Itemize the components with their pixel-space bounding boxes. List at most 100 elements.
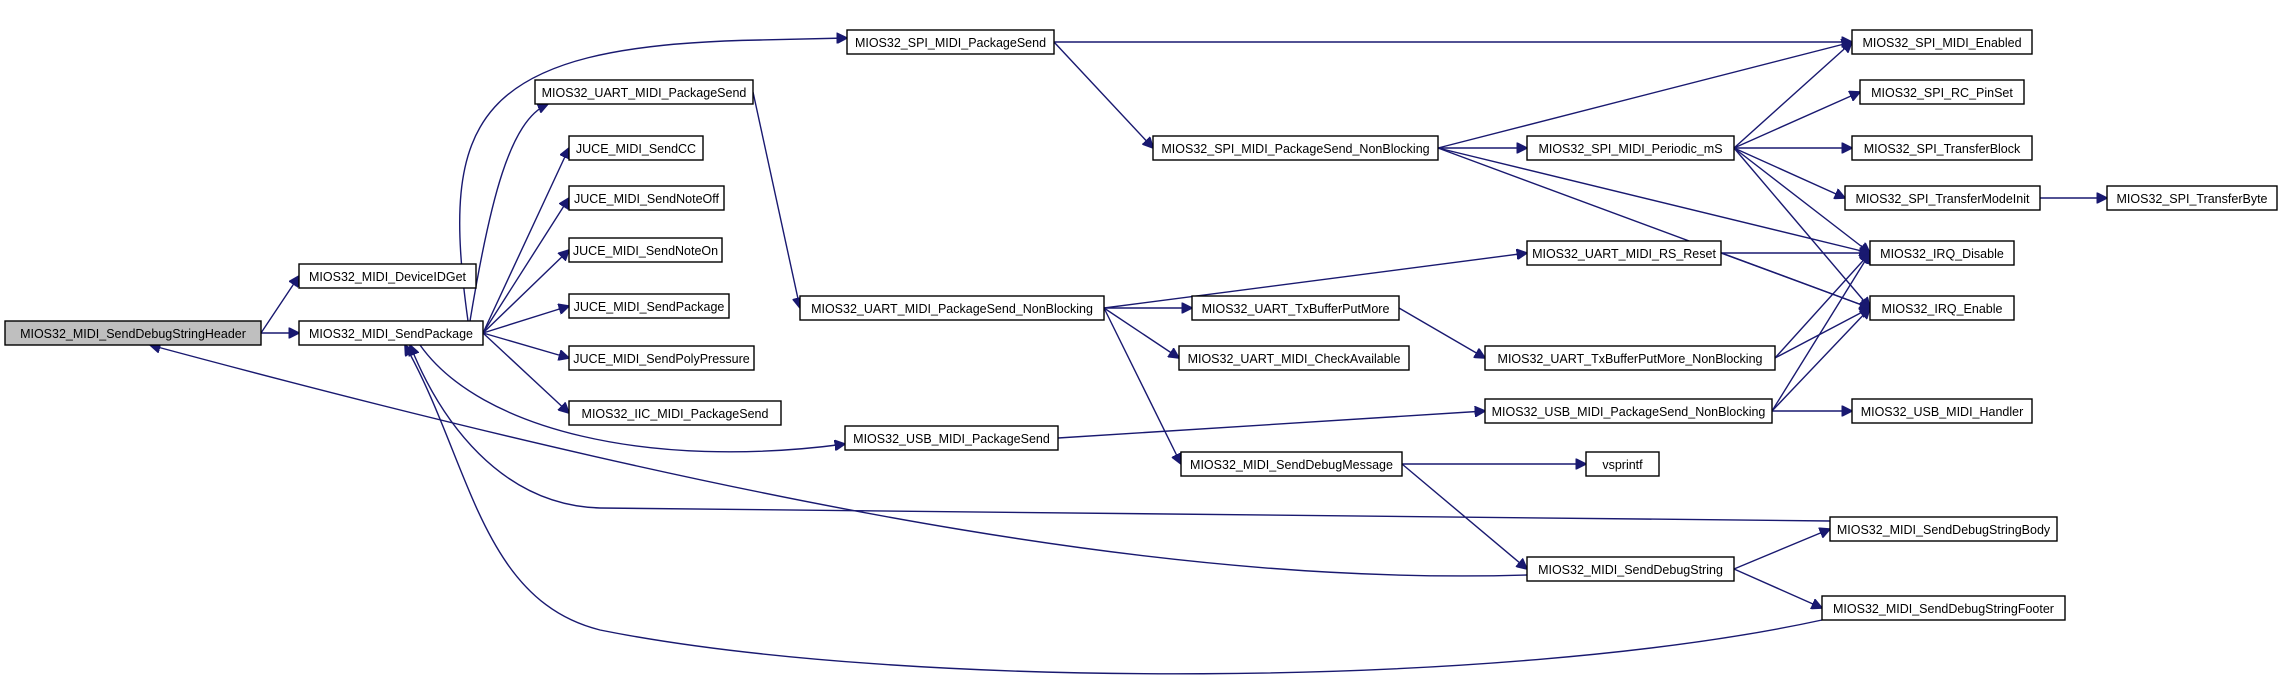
node-uarttxnb[interactable]: MIOS32_UART_TxBufferPutMore_NonBlocking [1484,345,1776,371]
node-box [1180,451,1403,477]
node-box [1178,345,1410,371]
node-irqdisable[interactable]: MIOS32_IRQ_Disable [1869,240,2015,266]
edge-debugstr-to-debugfooter [1733,568,1822,608]
edge-sendpkg-to-jcc [482,148,569,334]
edge-uartnb-to-uartrs [1103,253,1527,309]
node-box [568,345,755,371]
edge-spiperiodic-to-spimodeinit [1733,147,1845,198]
node-box [568,293,730,319]
node-debugbody[interactable]: MIOS32_MIDI_SendDebugStringBody [1829,516,2058,542]
node-box [1869,240,2015,266]
node-spircpin[interactable]: MIOS32_SPI_RC_PinSet [1859,79,2025,105]
node-label: MIOS32_SPI_MIDI_PackageSend_NonBlocking [1161,142,1429,156]
node-label: MIOS32_IRQ_Disable [1880,247,2004,261]
node-irqenable[interactable]: MIOS32_IRQ_Enable [1869,295,2015,321]
edge-sendpkg-to-jpkg [482,306,569,334]
node-box [1851,135,2033,161]
node-box [1851,29,2033,55]
edge-debugstr-to-debugbody [1733,529,1830,570]
edge-uartrs-to-irqenable [1720,252,1870,308]
node-spisend[interactable]: MIOS32_SPI_MIDI_PackageSend [846,29,1055,55]
node-label: MIOS32_UART_MIDI_PackageSend_NonBlocking [811,302,1093,316]
edge-uartnb-to-uartcheck [1103,307,1179,358]
node-label: MIOS32_MIDI_DeviceIDGet [309,270,467,284]
node-spitransfer[interactable]: MIOS32_SPI_TransferBlock [1851,135,2033,161]
node-box [534,79,754,105]
node-box [568,237,723,263]
node-label: MIOS32_SPI_MIDI_PackageSend [855,36,1046,50]
node-label: MIOS32_UART_TxBufferPutMore [1202,302,1390,316]
node-label: MIOS32_IRQ_Enable [1882,302,2003,316]
node-debugstr[interactable]: MIOS32_MIDI_SendDebugString [1526,556,1735,582]
edge-debugstr-to-root [150,345,1528,577]
node-label: MIOS32_MIDI_SendDebugStringFooter [1833,602,2054,616]
node-box [1191,295,1400,321]
node-uartsend[interactable]: MIOS32_UART_MIDI_PackageSend [534,79,754,105]
node-jnoteon[interactable]: JUCE_MIDI_SendNoteOn [568,237,723,263]
node-sendpkg[interactable]: MIOS32_MIDI_SendPackage [298,320,484,346]
node-usbhandler[interactable]: MIOS32_USB_MIDI_Handler [1851,398,2033,424]
edge-debugfooter-to-sendpkg [405,345,1823,675]
node-label: MIOS32_SPI_RC_PinSet [1871,86,2013,100]
node-label: MIOS32_USB_MIDI_PackageSend_NonBlocking [1492,405,1766,419]
node-deviceid[interactable]: MIOS32_MIDI_DeviceIDGet [298,263,477,289]
node-box [4,320,262,346]
node-uarttx[interactable]: MIOS32_UART_TxBufferPutMore [1191,295,1400,321]
edge-spiperiodic-to-spircpin [1733,92,1860,149]
edge-sendpkg-to-usbsend [419,344,845,453]
edge-root-to-deviceid [260,276,299,334]
node-label: MIOS32_MIDI_SendDebugMessage [1190,458,1393,472]
node-root[interactable]: MIOS32_MIDI_SendDebugStringHeader [4,320,262,346]
node-box [1829,516,2058,542]
node-label: MIOS32_SPI_MIDI_Enabled [1862,36,2021,50]
edge-uarttx-to-uarttxnb [1398,307,1485,358]
edge-usbnb-to-irqenable [1771,308,1870,412]
nodes-layer: MIOS32_MIDI_SendDebugStringHeaderMIOS32_… [4,29,2278,621]
node-label: MIOS32_SPI_MIDI_Periodic_mS [1538,142,1722,156]
node-box [1851,398,2033,424]
node-jpoly[interactable]: JUCE_MIDI_SendPolyPressure [568,345,755,371]
node-jcc[interactable]: JUCE_MIDI_SendCC [568,135,704,161]
node-uartrs[interactable]: MIOS32_UART_MIDI_RS_Reset [1526,240,1722,266]
node-box [846,29,1055,55]
node-uartcheck[interactable]: MIOS32_UART_MIDI_CheckAvailable [1178,345,1410,371]
node-box [1484,398,1773,424]
node-spibyte[interactable]: MIOS32_SPI_TransferByte [2106,185,2278,211]
node-label: MIOS32_UART_MIDI_RS_Reset [1532,247,1716,261]
edge-sendpkg-to-jnoteoff [482,198,569,334]
node-iicsend[interactable]: MIOS32_IIC_MIDI_PackageSend [568,400,782,426]
node-jpkg[interactable]: JUCE_MIDI_SendPackage [568,293,730,319]
node-label: MIOS32_MIDI_SendDebugString [1538,563,1723,577]
node-box [568,400,782,426]
node-label: JUCE_MIDI_SendCC [576,142,696,156]
node-label: vsprintf [1602,458,1643,472]
node-box [1844,185,2041,211]
node-box [2106,185,2278,211]
node-box [1585,451,1660,477]
node-debugmsg[interactable]: MIOS32_MIDI_SendDebugMessage [1180,451,1403,477]
node-spinb[interactable]: MIOS32_SPI_MIDI_PackageSend_NonBlocking [1152,135,1439,161]
node-usbsend[interactable]: MIOS32_USB_MIDI_PackageSend [844,425,1059,451]
node-box [1526,240,1722,266]
node-spienabled[interactable]: MIOS32_SPI_MIDI_Enabled [1851,29,2033,55]
edge-usbnb-to-irqdisable [1771,253,1870,412]
edge-spisend-to-spinb [1053,41,1153,148]
node-usbnb[interactable]: MIOS32_USB_MIDI_PackageSend_NonBlocking [1484,398,1773,424]
node-debugfooter[interactable]: MIOS32_MIDI_SendDebugStringFooter [1821,595,2066,621]
node-label: JUCE_MIDI_SendPolyPressure [573,352,750,366]
node-uartnb[interactable]: MIOS32_UART_MIDI_PackageSend_NonBlocking [799,295,1105,321]
node-vsprintf[interactable]: vsprintf [1585,451,1660,477]
node-box [799,295,1105,321]
node-label: MIOS32_UART_TxBufferPutMore_NonBlocking [1498,352,1763,366]
edge-spiperiodic-to-spienabled [1733,42,1852,149]
node-spimodeinit[interactable]: MIOS32_SPI_TransferModeInit [1844,185,2041,211]
node-label: MIOS32_IIC_MIDI_PackageSend [582,407,769,421]
edge-spinb-to-spienabled [1437,42,1852,149]
node-label: JUCE_MIDI_SendPackage [574,300,725,314]
node-box [1152,135,1439,161]
node-jnoteoff[interactable]: JUCE_MIDI_SendNoteOff [568,185,725,211]
edge-debugbody-to-sendpkg [410,345,1831,522]
node-spiperiodic[interactable]: MIOS32_SPI_MIDI_Periodic_mS [1526,135,1735,161]
node-label: MIOS32_MIDI_SendPackage [309,327,473,341]
edge-sendpkg-to-spisend [459,38,847,322]
